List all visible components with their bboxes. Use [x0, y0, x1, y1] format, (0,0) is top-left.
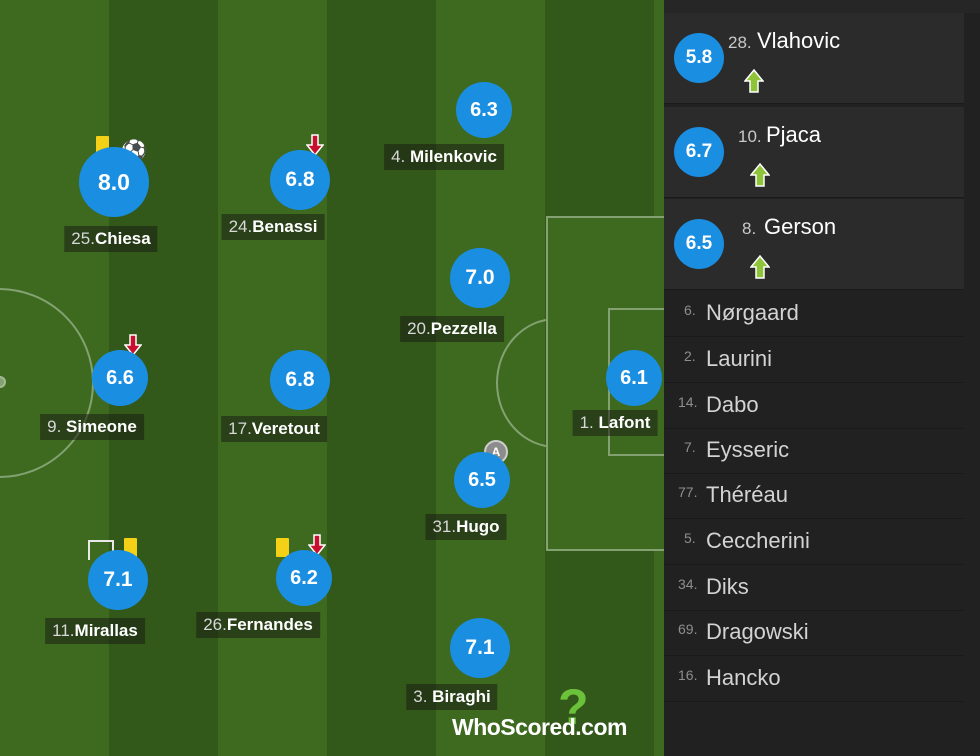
sub-name: Gerson	[764, 214, 837, 239]
bench-row-hancko[interactable]: 16.Hancko	[664, 656, 964, 702]
rating-badge: 6.6	[92, 350, 148, 406]
center-circle	[0, 288, 94, 478]
sub-number: 8.	[742, 219, 757, 238]
logo-text: WhoScored.com	[452, 714, 627, 740]
rating-badge: 6.8	[270, 350, 330, 410]
rating-badge: 8.0	[79, 147, 149, 217]
player-name-label: 26.Fernandes	[196, 612, 320, 638]
player-name-label: 24.Benassi	[221, 214, 325, 240]
rating-badge: 5.8	[674, 33, 724, 83]
bench-row-diks[interactable]: 34.Diks	[664, 565, 964, 611]
sub-out-arrow-icon	[308, 534, 326, 556]
yellow-card-icon	[276, 538, 289, 557]
rating-badge: 6.3	[456, 82, 512, 138]
rating-badge: 7.1	[88, 550, 148, 610]
bench-row-norgaard[interactable]: 6.Nørgaard	[664, 291, 964, 337]
bench-row-ceccherini[interactable]: 5.Ceccherini	[664, 519, 964, 565]
sub-row-gerson[interactable]: 6.5 8. Gerson	[664, 199, 964, 290]
player-name-label: 31.Hugo	[425, 514, 507, 540]
logo-mark: ?	[558, 679, 589, 735]
sub-in-arrow-icon	[744, 69, 764, 93]
player-name-label: 25.Chiesa	[64, 226, 158, 252]
rating-badge: 6.2	[276, 550, 332, 606]
player-name-label: 20.Pezzella	[400, 316, 504, 342]
player-name-label: 9. Simeone	[40, 414, 144, 440]
sub-out-arrow-icon	[306, 134, 324, 156]
rating-badge: 6.8	[270, 150, 330, 210]
sub-number: 28.	[728, 33, 752, 52]
substitutes-panel: 5.8 28. Vlahovic 6.7 10. Pjaca 6.5 8. Ge…	[664, 13, 980, 756]
bench-row-thereau[interactable]: 77.Théréau	[664, 473, 964, 519]
bench-row-eysseric[interactable]: 7.Eysseric	[664, 428, 964, 474]
sub-in-arrow-icon	[750, 255, 770, 279]
sub-number: 10.	[738, 127, 762, 146]
player-name-label: 17.Veretout	[221, 416, 327, 442]
sub-row-vlahovic[interactable]: 5.8 28. Vlahovic	[664, 13, 964, 104]
sub-name: Pjaca	[766, 122, 822, 147]
pitch: ⚽ 8.0 25.Chiesa 6.8 24.Benassi 6.3 4. Mi…	[0, 0, 664, 756]
sub-row-pjaca[interactable]: 6.7 10. Pjaca	[664, 107, 964, 198]
player-name-label: 3. Biraghi	[406, 684, 498, 710]
player-name-label: 4. Milenkovic	[384, 144, 504, 170]
player-name-label: 11.Mirallas	[45, 618, 145, 644]
rating-badge: 7.0	[450, 248, 510, 308]
sub-in-arrow-icon	[750, 163, 770, 187]
center-spot	[0, 376, 6, 388]
rating-badge: 6.5	[454, 452, 510, 508]
bench-row-dabo[interactable]: 14.Dabo	[664, 383, 964, 429]
rating-badge: 6.5	[674, 219, 724, 269]
bench-row-laurini[interactable]: 2.Laurini	[664, 337, 964, 383]
player-name-label: 1. Lafont	[572, 410, 658, 436]
rating-badge: 7.1	[450, 618, 510, 678]
sub-name: Vlahovic	[757, 28, 841, 53]
whoscored-logo: ? WhoScored.com	[452, 682, 662, 746]
sub-out-arrow-icon	[124, 334, 142, 356]
rating-badge: 6.1	[606, 350, 662, 406]
bench-row-dragowski[interactable]: 69.Dragowski	[664, 610, 964, 656]
rating-badge: 6.7	[674, 127, 724, 177]
